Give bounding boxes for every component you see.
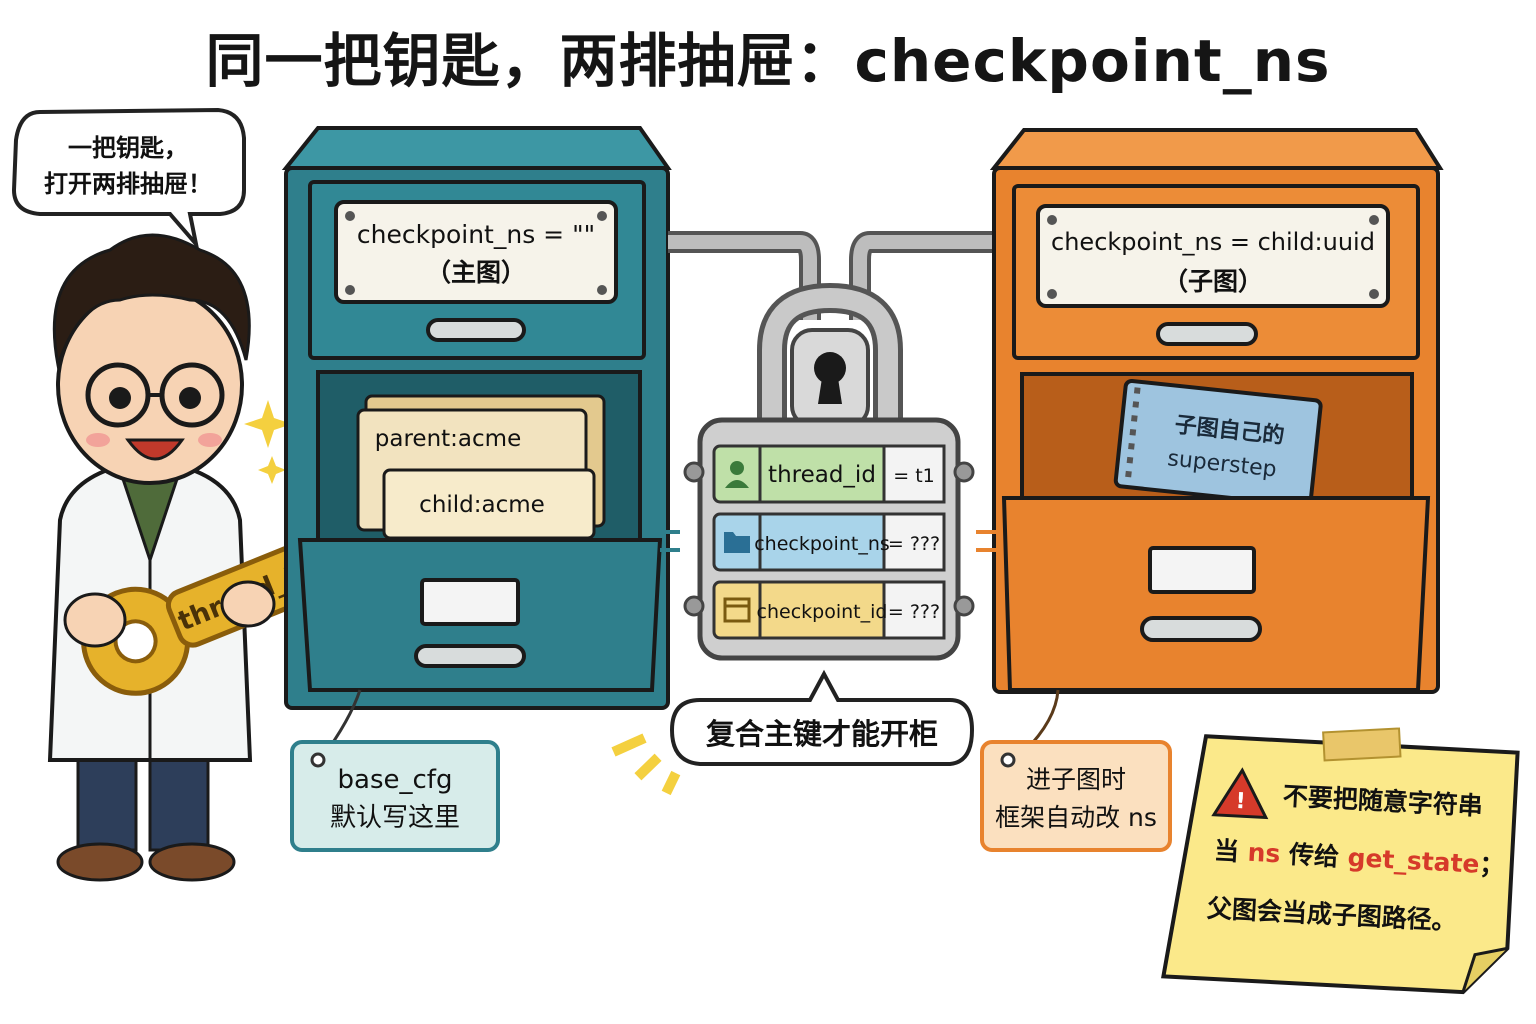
speech-line1: 一把钥匙， <box>68 134 188 162</box>
right-tag-line2: 框架自动改 ns <box>995 803 1157 832</box>
lock-field-label: checkpoint_ns <box>754 533 890 555</box>
right-tag: 进子图时 框架自动改 ns <box>980 689 1172 852</box>
page-title: 同一把钥匙，两排抽屉：checkpoint_ns <box>205 27 1331 95</box>
left-tag-line1: base_cfg <box>338 765 453 795</box>
scientist-character <box>47 233 292 882</box>
left-tag-line2: 默认写这里 <box>330 803 460 833</box>
left-label-line2: （主图） <box>426 258 526 287</box>
lock-field-value: = ??? <box>888 533 940 555</box>
note-line2-suffix: ； <box>1479 850 1505 880</box>
right-label-line2: （子图） <box>1163 267 1263 296</box>
left-tag: base_cfg 默认写这里 <box>290 689 500 852</box>
warning-icon <box>1211 767 1269 820</box>
lock-field-value: = ??? <box>888 601 940 623</box>
left-label-line1: checkpoint_ns = "" <box>357 220 595 249</box>
right-cabinet: checkpoint_ns = child:uuid （子图） 子图自己的 su… <box>989 128 1444 694</box>
speech-bubble: 一把钥匙， 打开两排抽屉！ <box>11 107 246 252</box>
folder-parent-label: parent:acme <box>375 426 521 452</box>
connecting-pipes <box>668 231 994 320</box>
svg-text:!: ! <box>1235 789 1246 814</box>
note-line2: 当 ns 传给 get_state； <box>1213 836 1505 880</box>
right-tag-line1: 进子图时 <box>1026 765 1126 794</box>
left-cabinet: checkpoint_ns = "" （主图） parent:acme chil… <box>281 126 672 710</box>
lock-field-label: checkpoint_id <box>757 601 888 623</box>
lock-row-thread-id: thread_id = t1 <box>712 444 946 504</box>
lock-caption-bubble: 复合主键才能开柜 <box>611 669 975 796</box>
note-line2-ns: ns <box>1247 838 1281 869</box>
keyhole-icon <box>814 352 846 384</box>
note-line2-mid: 传给 <box>1280 839 1349 871</box>
lock-field-value: = t1 <box>893 465 935 487</box>
warning-sticky-note: ! 不要把随意字符串 当 ns 传给 get_state； 父图会当成子图路径。 <box>1161 727 1520 995</box>
person-icon <box>725 461 749 488</box>
folder-child-label: child:acme <box>419 492 545 518</box>
note-line2-fn: get_state <box>1347 843 1480 879</box>
lock-row-checkpoint-id: checkpoint_id= ??? <box>712 580 946 640</box>
lock-field-label: thread_id <box>768 462 876 488</box>
speech-line2: 打开两排抽屉！ <box>44 170 212 198</box>
lock-caption: 复合主键才能开柜 <box>706 717 938 751</box>
folder-icon <box>724 532 750 553</box>
right-label-line1: checkpoint_ns = child:uuid <box>1051 228 1375 256</box>
note-line2-prefix: 当 <box>1213 836 1248 867</box>
calendar-icon <box>723 597 751 623</box>
lock-row-checkpoint-ns: checkpoint_ns= ??? <box>712 512 946 572</box>
